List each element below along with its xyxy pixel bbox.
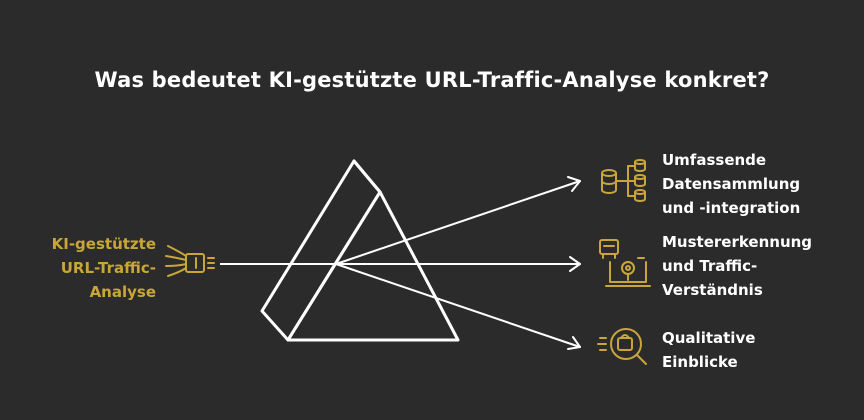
input-label-line: KI-gestützte	[51, 235, 156, 253]
output-rays	[335, 176, 581, 350]
output-label-data-collection: Umfassende Datensammlung und -integratio…	[662, 148, 858, 220]
output-label-line: Umfassende	[662, 151, 767, 169]
output-label-line: und -integration	[662, 199, 801, 217]
output-label-line: und Traffic-	[662, 257, 758, 275]
input-label: KI-gestützte URL-Traffic- Analyse	[10, 232, 156, 304]
output-label-line: Qualitative	[662, 329, 756, 347]
output-label-pattern-recognition: Mustererkennung und Traffic- Verständnis	[662, 230, 858, 302]
input-label-line: Analyse	[89, 283, 156, 301]
page-title: Was bedeutet KI-gestützte URL-Traffic-An…	[94, 68, 770, 92]
light-beam-icon	[165, 245, 215, 277]
output-label-line: Einblicke	[662, 353, 738, 371]
output-label-line: Datensammlung	[662, 175, 801, 193]
magnifier-insights-icon	[597, 328, 647, 365]
prism-shape	[260, 159, 460, 342]
database-integration-icon	[601, 159, 646, 202]
output-label-line: Mustererkennung	[662, 233, 813, 251]
input-label-line: URL-Traffic-	[60, 259, 156, 277]
pattern-recognition-icon	[599, 239, 651, 287]
output-label-qualitative-insights: Qualitative Einblicke	[662, 326, 858, 374]
output-label-line: Verständnis	[662, 281, 763, 299]
